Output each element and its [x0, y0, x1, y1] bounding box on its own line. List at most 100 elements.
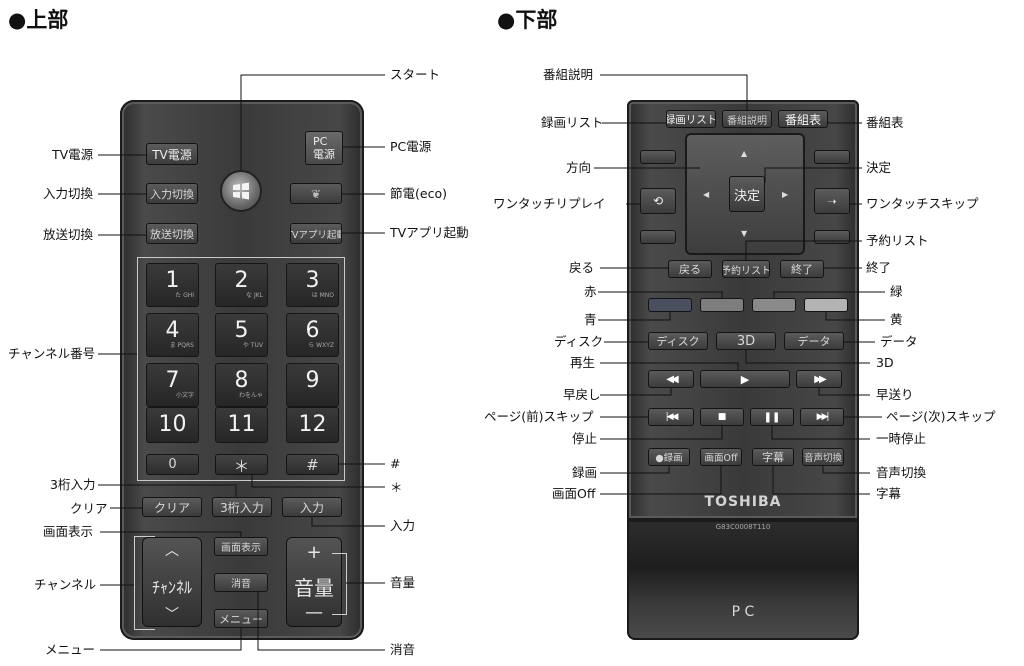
side-right-top[interactable]	[814, 150, 850, 164]
reserve-list-button[interactable]: 予約リスト	[722, 260, 770, 278]
callout-play: 再生	[570, 355, 596, 370]
callout-blue: 青	[584, 312, 597, 327]
callout-audio: 音声切換	[876, 465, 927, 480]
keypad-digit: 9	[305, 368, 320, 393]
keypad-digit: 8	[234, 368, 249, 393]
menu-button[interactable]: メニュー	[214, 609, 268, 628]
pause-icon: ❚❚	[763, 411, 781, 423]
rewind-button[interactable]: ◀◀	[648, 370, 694, 388]
epg-button[interactable]: 番組表	[778, 110, 828, 128]
callout-channel-number: チャンネル番号	[8, 346, 96, 361]
volume-rocker-label: 音量	[294, 576, 334, 600]
callout-data: データ	[880, 334, 918, 349]
eco-leaf-icon: ❦	[310, 186, 322, 201]
fast-forward-button[interactable]: ▶▶	[796, 370, 842, 388]
callout-input: 入力	[390, 518, 416, 533]
keypad-subtext: ら WXYZ	[308, 342, 334, 349]
replay-icon: ⟲	[652, 194, 664, 208]
side-left-bottom[interactable]	[640, 230, 676, 244]
up-arrow-icon[interactable]: ▲	[741, 149, 748, 158]
zero-button[interactable]: 0	[146, 454, 199, 475]
play-button[interactable]: ▶	[700, 370, 790, 388]
callout-reserve-list: 予約リスト	[866, 233, 929, 248]
keypad-digit: 5	[234, 318, 249, 343]
keypad-button-10[interactable]: 10	[146, 407, 199, 443]
callout-next: ページ(次)スキップ	[886, 409, 996, 424]
three-d-button[interactable]: 3D	[716, 332, 776, 350]
down-arrow-icon[interactable]: ▼	[741, 229, 748, 238]
asterisk-button[interactable]: ＊	[215, 454, 268, 475]
top-section-title: ●上部	[8, 8, 69, 32]
callout-pc-power: PC電源	[390, 139, 432, 154]
mute-button[interactable]: 消音	[214, 573, 268, 592]
next-skip-button[interactable]: ▶▶|	[800, 408, 844, 426]
three-digit-button[interactable]: 3桁入力	[212, 497, 272, 517]
display-button[interactable]: 画面表示	[214, 537, 268, 556]
yellow-button[interactable]	[804, 298, 848, 312]
red-button[interactable]	[700, 298, 744, 312]
volume-bracket	[332, 553, 347, 615]
keypad-button-9[interactable]: 9	[286, 363, 339, 407]
input-button[interactable]: 入力	[282, 497, 342, 517]
keypad-digit: 11	[227, 412, 256, 437]
rec-button[interactable]: ●録画	[648, 448, 690, 466]
keypad-digit: 10	[158, 412, 187, 437]
callout-tv-power: TV電源	[52, 147, 94, 162]
input-switch-button[interactable]: 入力切換	[146, 183, 198, 204]
rec-list-button[interactable]: 録画リスト	[666, 110, 716, 128]
callout-screen-off: 画面Off	[552, 486, 596, 501]
tv-power-button[interactable]: TV電源	[146, 143, 198, 165]
back-button[interactable]: 戻る	[668, 260, 712, 278]
volume-rocker[interactable]: + 音量 —	[286, 537, 342, 627]
eco-button[interactable]: ❦	[290, 183, 342, 204]
callout-stop: 停止	[572, 431, 598, 446]
side-left-top[interactable]	[640, 150, 676, 164]
green-button[interactable]	[752, 298, 796, 312]
broadcast-switch-button[interactable]: 放送切換	[146, 223, 198, 244]
tv-app-button[interactable]: TVアプリ起動	[290, 223, 342, 244]
fast-forward-icon: ▶▶	[814, 373, 827, 385]
stop-button[interactable]: ■	[700, 408, 744, 426]
volume-down-icon: —	[305, 602, 323, 623]
start-button[interactable]	[220, 170, 262, 212]
prev-skip-icon: |◀◀	[665, 412, 679, 422]
right-arrow-icon[interactable]: ▶	[782, 190, 789, 199]
callout-channel: チャンネル	[34, 577, 97, 592]
skip-button[interactable]: ➝	[814, 188, 850, 214]
hash-button[interactable]: #	[286, 454, 339, 475]
decide-button[interactable]: 決定	[729, 176, 765, 212]
channel-rocker[interactable]: ︿ ﾁｬﾝﾈﾙ ﹀	[142, 537, 202, 627]
volume-up-icon: +	[306, 542, 322, 563]
screen-off-button[interactable]: 画面Off	[700, 448, 742, 466]
clear-button[interactable]: クリア	[142, 497, 202, 517]
callout-broadcast-switch: 放送切換	[43, 227, 94, 242]
pc-power-button[interactable]: PC 電源	[305, 131, 343, 165]
audio-switch-button[interactable]: 音声切換	[802, 448, 844, 466]
exit-button[interactable]: 終了	[780, 260, 824, 278]
subtitle-button[interactable]: 字幕	[752, 448, 794, 466]
callout-disc: ディスク	[554, 334, 604, 349]
left-arrow-icon[interactable]: ◀	[703, 190, 710, 199]
channel-up-icon: ︿	[165, 543, 179, 559]
keypad-button-12[interactable]: 12	[286, 407, 339, 443]
keypad-button-11[interactable]: 11	[215, 407, 268, 443]
pause-button[interactable]: ❚❚	[750, 408, 794, 426]
callout-yellow: 黄	[890, 312, 903, 327]
callout-eco: 節電(eco)	[390, 186, 447, 201]
data-button[interactable]: データ	[784, 332, 844, 350]
blue-button[interactable]	[648, 298, 692, 312]
disc-button[interactable]: ディスク	[648, 332, 708, 350]
callout-tv-app: TVアプリ起動	[390, 225, 469, 240]
prev-skip-button[interactable]: |◀◀	[648, 408, 694, 426]
program-desc-button[interactable]: 番組説明	[722, 110, 772, 128]
replay-button[interactable]: ⟲	[640, 188, 676, 214]
windows-logo-icon	[233, 182, 249, 200]
